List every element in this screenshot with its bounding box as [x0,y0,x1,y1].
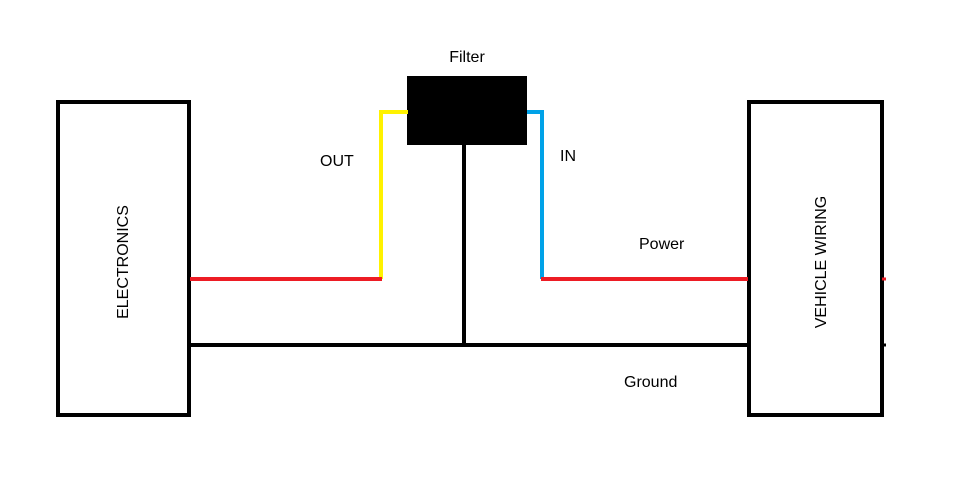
in-label: IN [560,148,576,165]
in-wire [527,110,544,279]
out-wire [379,110,408,279]
electronics-label: ELECTRONICS [115,205,132,319]
vehicle-wiring-label: VEHICLE WIRING [813,196,830,328]
filter-label: Filter [449,49,485,66]
filter-box [407,76,527,145]
vehicle-wiring-box [747,100,884,417]
power-label: Power [639,236,685,253]
electronics-box [56,100,191,417]
ground-label: Ground [624,374,677,391]
out-label: OUT [320,153,354,170]
